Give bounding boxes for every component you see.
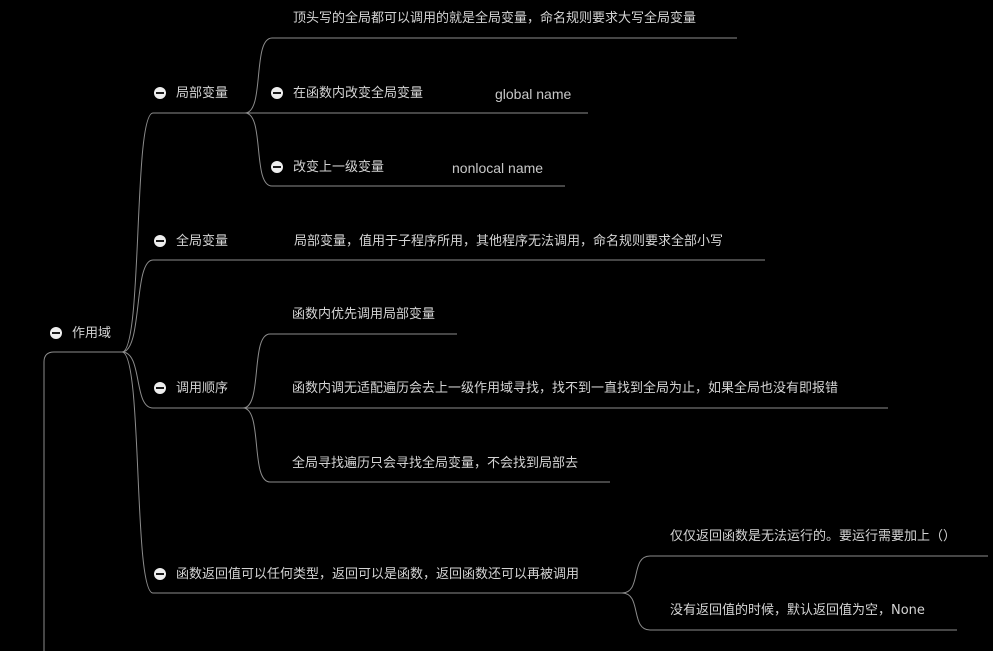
- order-collapse-icon[interactable]: [154, 382, 166, 394]
- local-child-3-text[interactable]: 改变上一级变量: [293, 160, 385, 175]
- local-child-1-text[interactable]: 顶头写的全局都可以调用的就是全局变量，命名规则要求大写全局变量: [293, 11, 697, 26]
- link-return-child-2: [621, 592, 957, 631]
- root-trunk-line: [43, 351, 122, 651]
- local-child-3-code: nonlocal name: [452, 160, 544, 176]
- local-child-2-text[interactable]: 在函数内改变全局变量: [293, 86, 424, 101]
- return-collapse-icon[interactable]: [154, 568, 166, 580]
- link-order-child-3: [242, 407, 610, 483]
- return-child-1-text[interactable]: 仅仅返回函数是无法运行的。要运行需要加上（）: [670, 529, 957, 544]
- root-node-label[interactable]: 作用域: [72, 326, 112, 341]
- local-child-2-code: global name: [495, 86, 572, 102]
- link-root-global: [121, 259, 765, 353]
- branch-return-label[interactable]: 函数返回值可以任何类型，返回可以是函数，返回函数还可以再被调用: [176, 567, 580, 582]
- root-collapse-icon[interactable]: [50, 327, 62, 339]
- local-child-3-collapse-icon[interactable]: [271, 161, 283, 173]
- link-local-child-1: [244, 37, 737, 114]
- link-local-child-3: [244, 112, 565, 187]
- link-order-child-1: [242, 333, 457, 409]
- local-collapse-icon[interactable]: [154, 87, 166, 99]
- link-root-local: [121, 112, 245, 353]
- link-return-child-1: [621, 555, 988, 594]
- branch-order-label[interactable]: 调用顺序: [176, 381, 229, 396]
- branch-local-label[interactable]: 局部变量: [176, 86, 229, 101]
- link-root-return: [121, 351, 622, 594]
- local-child-2-collapse-icon[interactable]: [271, 87, 283, 99]
- branch-global-label[interactable]: 全局变量: [176, 234, 229, 249]
- return-child-2-text[interactable]: 没有返回值的时候，默认返回值为空，None: [670, 603, 925, 618]
- order-child-1-text[interactable]: 函数内优先调用局部变量: [292, 307, 436, 322]
- order-child-3-text[interactable]: 全局寻找遍历只会寻找全局变量，不会找到局部去: [292, 456, 579, 471]
- link-root-order: [121, 351, 243, 409]
- global-collapse-icon[interactable]: [154, 235, 166, 247]
- order-child-2-text[interactable]: 函数内调无适配遍历会去上一级作用域寻找，找不到一直找到全局为止，如果全局也没有即…: [292, 381, 839, 396]
- global-note-text[interactable]: 局部变量，值用于子程序所用，其他程序无法调用，命名规则要求全部小写: [294, 234, 724, 249]
